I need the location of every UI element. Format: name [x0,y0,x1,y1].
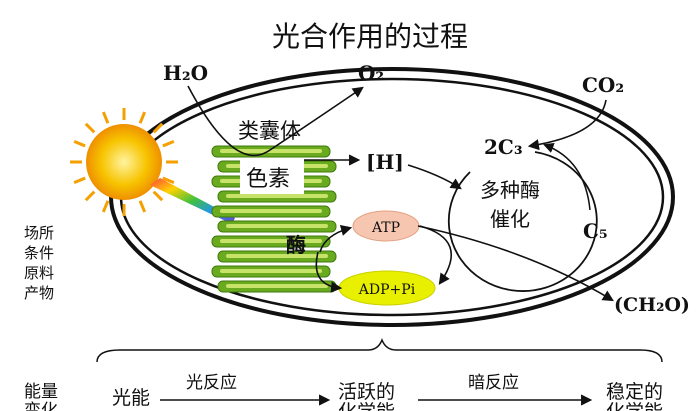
thylakoid-disc-highlight [220,269,322,273]
h2o-label: H₂O [163,61,208,85]
energy-label-line2: 变化 [24,401,58,411]
sun-ray [162,139,175,148]
pigment-box [240,160,304,194]
sun-ray [138,200,147,213]
sun-ray [84,122,96,134]
calvin-cycle-circle [447,151,598,292]
side-label-condition: 条件 [24,244,54,262]
o2-label: O₂ [358,61,384,85]
sun-ray [152,122,164,134]
sun-ray [101,200,110,213]
thylakoid-disc-highlight [226,284,328,288]
sun-ray [138,111,147,124]
active-chem-label-line1: 活跃的 [338,381,395,403]
arrow-h2o-to-o2 [187,85,364,157]
enzyme-label: 酶 [286,233,306,257]
h-label: [H] [366,150,404,174]
atp-label: ATP [371,220,400,236]
sun-ray [84,190,96,202]
sun-ray [73,176,86,185]
sun-ray [162,176,175,185]
diagram-title: 光合作用的过程 [272,20,468,53]
thylakoid-disc-highlight [220,209,322,213]
stable-chem-label-line1: 稳定的 [606,381,663,403]
arrow-enzyme-to-atp [319,225,353,253]
enzymes-label-line2: 催化 [490,207,530,231]
ch2o-label: (CH₂O) [614,294,690,316]
enzymes-label-line1: 多种酶 [480,178,540,202]
arrow-h-to-cycle [407,164,462,190]
arrow-adp-loop [315,251,343,293]
sun-icon [70,108,178,216]
calvin-cycle-arrow-c5-to-c3 [543,143,591,211]
c3-label: 2C₃ [484,135,523,159]
light-energy-label: 光能 [112,387,150,409]
sun-ray [73,139,86,148]
active-chem-label-line2: 化学能 [338,401,395,411]
stable-chem-label-line2: 化学能 [606,401,663,411]
thylakoid-disc-highlight [226,254,328,258]
co2-label: CO₂ [582,73,624,97]
dark-reaction-label: 暗反应 [468,373,519,393]
energy-label-line1: 能量 [24,382,58,402]
side-label-product: 产物 [24,284,54,302]
arrow-co2-to-c3 [527,99,607,151]
c5-label: C₅ [583,219,608,243]
thylakoid-disc-highlight [226,224,328,228]
arrow-cycle-to-ch2o [417,225,614,302]
arrow-atp-to-adp [419,225,452,285]
pigment-label: 色素 [246,167,290,192]
thylakoid-disc-highlight [226,194,328,198]
side-label-place: 场所 [24,224,54,242]
thylakoid-disc-highlight [220,239,322,243]
bottom-brace [96,337,663,363]
light-reaction-label: 光反应 [186,373,237,393]
sun-ray [152,190,164,202]
sun-ray [101,111,110,124]
side-label-material: 原料 [24,264,54,282]
thylakoid-disc-highlight [220,149,322,153]
adp-label: ADP+Pi [358,282,416,298]
thylakoid-label: 类囊体 [238,119,301,143]
